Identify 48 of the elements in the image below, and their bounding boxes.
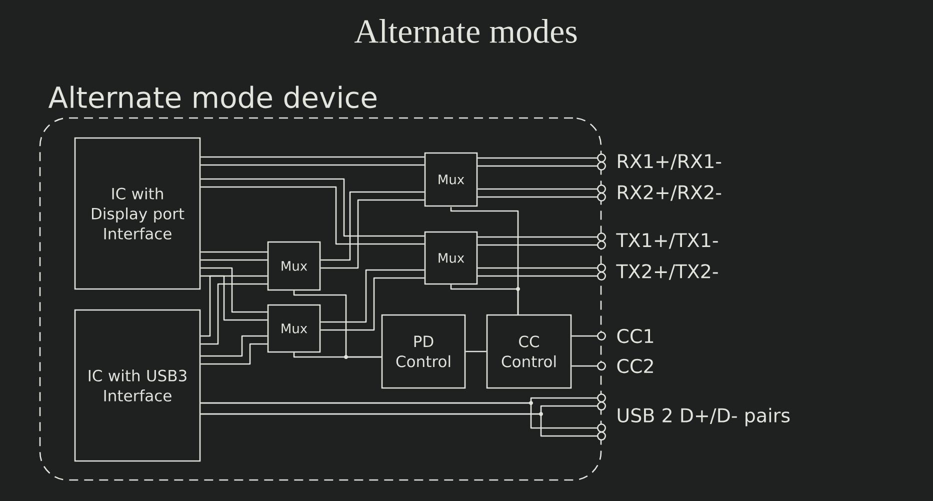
pin-label: CC1 — [617, 328, 654, 344]
wire — [200, 335, 268, 357]
wire — [478, 162, 606, 170]
wire — [478, 192, 606, 202]
block-box: IC with Display port Interface — [74, 137, 201, 290]
mux-box: Mux — [267, 241, 321, 291]
wire — [200, 343, 268, 365]
wire — [478, 240, 606, 250]
wire — [200, 275, 268, 321]
pin-label: CC2 — [617, 358, 653, 374]
wire — [478, 232, 606, 242]
wire — [320, 269, 424, 323]
wire — [478, 154, 606, 162]
block-box: IC with USB3 Interface — [74, 309, 201, 462]
pin-label: USB 2 D+/D- pairs — [618, 408, 790, 426]
mux-box: Mux — [424, 152, 478, 207]
wire — [450, 284, 520, 314]
wire — [200, 267, 268, 313]
wire — [200, 283, 268, 345]
mux-box: Mux — [424, 231, 478, 285]
pin-label: RX1+/RX1- — [618, 154, 722, 170]
wire — [466, 350, 486, 352]
wire — [478, 264, 606, 272]
wire — [200, 275, 268, 337]
wire — [320, 199, 424, 269]
pin-label: TX2+/TX2- — [616, 264, 718, 280]
block-box: PD Control — [381, 314, 466, 389]
pin-label: TX1+/TX1- — [616, 233, 718, 249]
wire — [200, 186, 424, 245]
wire — [200, 164, 424, 166]
wire — [200, 251, 268, 253]
wire — [478, 184, 606, 194]
block-box: CC Control — [486, 314, 572, 389]
wire — [200, 259, 268, 261]
wire — [200, 402, 606, 432]
wire — [320, 191, 424, 261]
wire — [200, 178, 424, 237]
wire — [200, 413, 606, 440]
wire — [572, 332, 606, 340]
group-heading: Alternate mode device — [48, 86, 376, 108]
mux-box: Mux — [267, 304, 321, 353]
wire — [478, 272, 606, 280]
wire — [293, 352, 382, 358]
wire — [320, 277, 424, 331]
pin-label: RX2+/RX2- — [618, 185, 722, 201]
wire — [200, 156, 424, 158]
wire — [572, 362, 606, 370]
title: Alternate modes — [354, 19, 577, 43]
